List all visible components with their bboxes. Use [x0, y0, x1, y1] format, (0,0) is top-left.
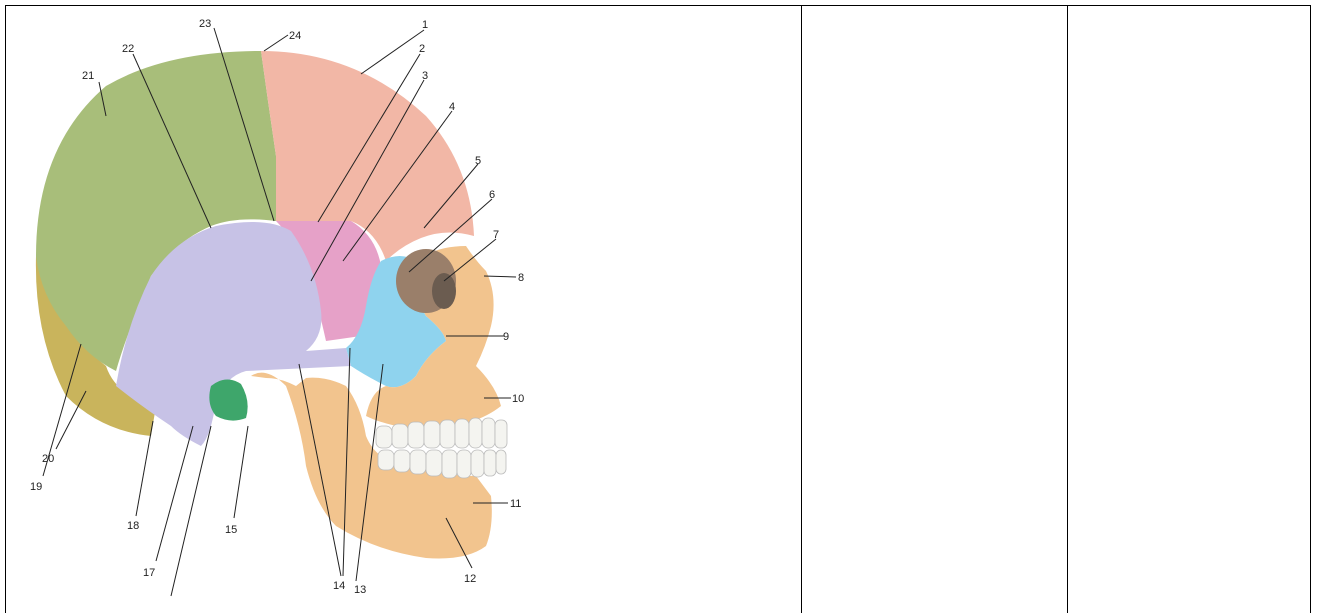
label-9: 9: [503, 331, 509, 343]
mastoid-green: [209, 379, 247, 420]
label-4: 4: [449, 101, 455, 113]
label-11: 11: [510, 498, 521, 510]
table-cell-2: [802, 6, 1066, 608]
skull-figure: 1 2 3 4 5 6 7 8 9 10 11 12 13 14 15 17 1…: [6, 6, 536, 608]
table-cell-3: [1068, 6, 1310, 608]
label-19: 19: [30, 481, 42, 493]
label-13: 13: [354, 584, 366, 596]
label-18: 18: [127, 520, 139, 532]
teeth: [376, 418, 507, 478]
label-5: 5: [475, 155, 481, 167]
label-17: 17: [143, 567, 155, 579]
label-15: 15: [225, 524, 237, 536]
label-12: 12: [464, 573, 476, 585]
skull-illustration: 1 2 3 4 5 6 7 8 9 10 11 12 13 14 15 17 1…: [6, 6, 536, 608]
label-10: 10: [512, 393, 524, 405]
label-3: 3: [422, 70, 428, 82]
label-23: 23: [199, 18, 211, 30]
label-24: 24: [289, 30, 301, 42]
label-7: 7: [493, 229, 499, 241]
lacrimal-area: [432, 273, 456, 309]
label-8: 8: [518, 272, 524, 284]
label-20: 20: [42, 453, 54, 465]
label-22: 22: [122, 43, 134, 55]
label-21: 21: [82, 70, 94, 82]
label-1: 1: [422, 19, 428, 31]
label-6: 6: [489, 189, 495, 201]
label-14: 14: [333, 580, 345, 592]
label-2: 2: [419, 43, 425, 55]
